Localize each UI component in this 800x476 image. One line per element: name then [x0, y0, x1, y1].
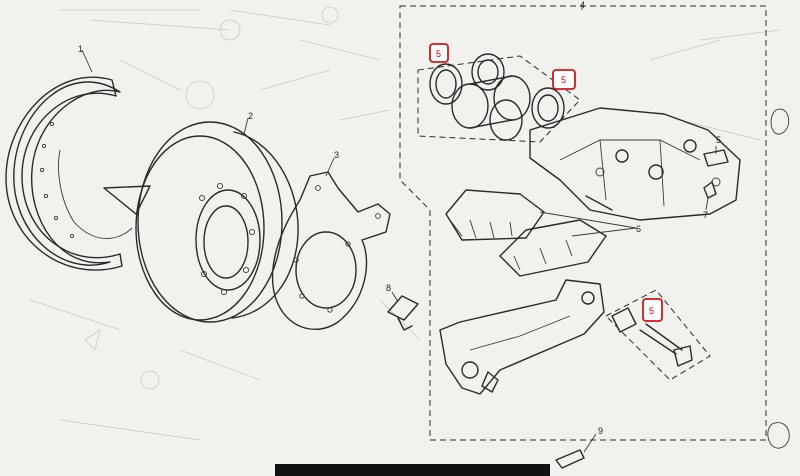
label-pads: 6 — [636, 224, 641, 234]
callout-piston-boot-text: 5 — [561, 75, 566, 85]
seal-kit-boundary — [417, 55, 581, 143]
brake-disc — [135, 121, 299, 323]
caliper-body — [529, 107, 741, 221]
lower-bolt — [555, 433, 597, 469]
callout-piston-seals: 5 — [429, 43, 449, 63]
guide-pin — [611, 307, 693, 367]
mounting-bracket — [271, 171, 391, 330]
label-clip: 8 — [386, 283, 391, 293]
callout-piston-boot: 5 — [552, 69, 576, 90]
background-bleed — [29, 6, 781, 441]
label-bolt-upper: 5 — [716, 135, 721, 145]
label-mounting-bracket: 3 — [334, 150, 339, 160]
callout-guide-pin: 5 — [642, 298, 663, 322]
callout-guide-pin-text: 5 — [649, 306, 654, 316]
assembly-boundary — [399, 5, 767, 441]
brake-pads — [445, 189, 607, 277]
piston-boots — [451, 75, 565, 141]
watermark-bar — [275, 464, 550, 476]
upper-bolt — [703, 146, 729, 167]
dust-shield — [5, 76, 151, 271]
label-bleed-nipple: 7 — [703, 210, 708, 220]
label-brake-disc: 2 — [248, 111, 253, 121]
label-assembly-group: 4 — [580, 0, 585, 10]
caliper-carrier — [439, 279, 605, 395]
callout-piston-seals-text: 5 — [436, 49, 441, 59]
bleed-nipple — [703, 181, 717, 211]
label-bolt-lower: 9 — [598, 426, 603, 436]
guide-pin-boundary — [605, 289, 711, 381]
label-dust-shield: 1 — [78, 44, 83, 54]
binder-tabs — [767, 108, 790, 449]
piston-seals — [429, 53, 505, 105]
